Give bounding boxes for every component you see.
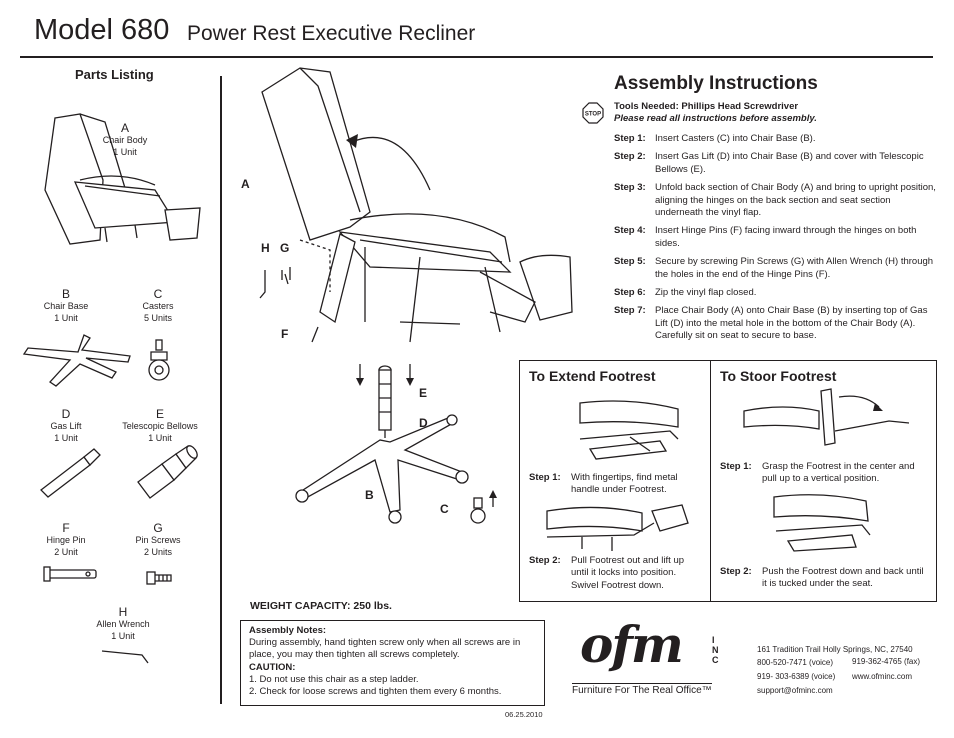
extend-step2: Step 2:Pull Footrest out and lift up unt… (529, 555, 685, 591)
caster-icon (148, 339, 170, 381)
part-letter: B (61, 287, 70, 301)
part-letter: E (155, 407, 164, 421)
label-f: F (281, 327, 289, 341)
weight-capacity: WEIGHT CAPACITY: 250 lbs. (250, 600, 392, 612)
extend-step2-illustration (546, 504, 689, 551)
store-step2-illustration (773, 494, 871, 552)
part-qty: 2 Units (143, 547, 172, 557)
fax: 919-362-4765 (fax) (852, 657, 921, 666)
extend-step1-illustration (579, 400, 679, 460)
store-step1-illustration (743, 388, 910, 446)
part-b: B Chair Base 1 Unit (36, 288, 96, 324)
gas-lift-icon (40, 448, 101, 498)
caution-item: 2. Check for loose screws and tighten th… (249, 686, 502, 698)
tools-needed: Tools Needed: Phillips Head Screwdriver … (614, 101, 817, 125)
logo-tagline: Furniture For The Real Office™ (572, 683, 712, 696)
label-h: H (261, 241, 270, 255)
phone-voice-2: 919- 303-6389 (voice) (757, 672, 836, 681)
part-letter: G (153, 521, 163, 535)
extend-step1: Step 1:With fingertips, find metal handl… (529, 472, 678, 496)
part-letter: H (118, 605, 128, 619)
part-g: G Pin Screws 2 Units (128, 522, 188, 558)
store-footrest-panel: To Stoor Footrest Step 1:Grasp the Footr… (710, 360, 937, 602)
part-letter: A (120, 121, 129, 135)
notes-body: During assembly, hand tighten screw only… (249, 637, 521, 661)
part-qty: 5 Units (143, 313, 172, 323)
logo-inc: INC (712, 635, 719, 665)
header-rule (20, 56, 933, 58)
part-letter: C (153, 287, 163, 301)
part-qty: 1 Unit (54, 433, 78, 443)
assembly-step: Step 7:Place Chair Body (A) onto Chair B… (614, 305, 928, 342)
revision-date: 06.25.2010 (505, 710, 543, 719)
stop-sign-text: STOP (585, 112, 601, 118)
read-first-line: Please read all instructions before asse… (614, 113, 817, 124)
part-a: A Chair Body 1 Unit (95, 122, 155, 158)
part-letter: F (62, 521, 70, 535)
logo-wordmark: ofm (580, 615, 684, 674)
part-name: Chair Base (43, 301, 89, 311)
pin-screw-icon (146, 571, 172, 585)
store-footrest-title: To Stoor Footrest (720, 368, 837, 384)
chair-body-illustration (44, 113, 201, 245)
assembly-notes-box: Assembly Notes: During assembly, hand ti… (240, 620, 545, 706)
part-name: Telescopic Bellows (122, 421, 198, 431)
part-e: E Telescopic Bellows 1 Unit (118, 408, 202, 444)
label-d: D (419, 416, 428, 430)
parts-listing-heading: Parts Listing (75, 67, 154, 82)
part-qty: 1 Unit (54, 313, 78, 323)
label-b: B (365, 488, 374, 502)
caution-item: 1. Do not use this chair as a step ladde… (249, 673, 419, 685)
part-name: Chair Body (102, 135, 148, 145)
part-name: Gas Lift (50, 421, 82, 431)
allen-wrench-icon (101, 650, 149, 664)
part-name: Allen Wrench (96, 619, 150, 629)
tools-line: Tools Needed: Phillips Head Screwdriver (614, 101, 799, 112)
store-step2: Step 2:Push the Footrest down and back u… (720, 566, 924, 590)
support-email: support@ofminc.com (757, 686, 833, 695)
product-title: Power Rest Executive Recliner (187, 22, 476, 45)
assembly-step: Step 1:Insert Casters (C) into Chair Bas… (614, 133, 816, 144)
label-c: C (440, 502, 449, 516)
assembly-step: Step 2:Insert Gas Lift (D) into Chair Ba… (614, 151, 924, 175)
assembly-step: Step 5:Secure by screwing Pin Screws (G)… (614, 256, 934, 280)
part-letter: D (61, 407, 71, 421)
extend-footrest-title: To Extend Footrest (529, 368, 656, 384)
part-f: F Hinge Pin 2 Unit (36, 522, 96, 558)
exploded-assembly-diagram (259, 67, 573, 524)
part-qty: 1 Unit (148, 433, 172, 443)
assembly-step: Step 4:Insert Hinge Pins (F) facing inwa… (614, 225, 917, 249)
hinge-pin-icon (43, 566, 97, 582)
label-a: A (241, 177, 250, 191)
chair-base-icon (22, 334, 131, 387)
model-title: Model 680 (34, 14, 170, 46)
part-qty: 1 Unit (113, 147, 137, 157)
part-qty: 2 Unit (54, 547, 78, 557)
part-name: Casters (142, 301, 174, 311)
part-d: D Gas Lift 1 Unit (36, 408, 96, 444)
caution-heading: CAUTION: (249, 661, 296, 673)
assembly-step: Step 6:Zip the vinyl flap closed. (614, 287, 757, 299)
stop-sign-icon: STOP (582, 102, 604, 124)
extend-footrest-panel: To Extend Footrest Step 1:With fingertip… (519, 360, 711, 602)
assembly-steps: Step 1:Insert Casters (C) into Chair Bas… (614, 133, 939, 349)
part-name: Pin Screws (135, 535, 181, 545)
address: 161 Tradition Trail Holly Springs, NC, 2… (757, 645, 913, 654)
telescopic-bellows-icon (137, 445, 198, 499)
store-step1: Step 1:Grasp the Footrest in the center … (720, 461, 915, 485)
assembly-instructions-title: Assembly Instructions (614, 73, 818, 94)
part-c: C Casters 5 Units (128, 288, 188, 324)
part-name: Hinge Pin (46, 535, 86, 545)
notes-heading: Assembly Notes: (249, 625, 327, 636)
label-e: E (419, 386, 428, 400)
label-g: G (280, 241, 290, 255)
website: www.ofminc.com (852, 672, 913, 681)
ofm-logo: ofm INC Furniture For The Real Office™ (572, 615, 732, 705)
part-h: H Allen Wrench 1 Unit (93, 606, 153, 642)
assembly-step: Step 3:Unfold back section of Chair Body… (614, 182, 936, 219)
part-qty: 1 Unit (111, 631, 135, 641)
column-divider (220, 76, 222, 704)
phone-voice-1: 800-520-7471 (voice) (757, 658, 834, 667)
